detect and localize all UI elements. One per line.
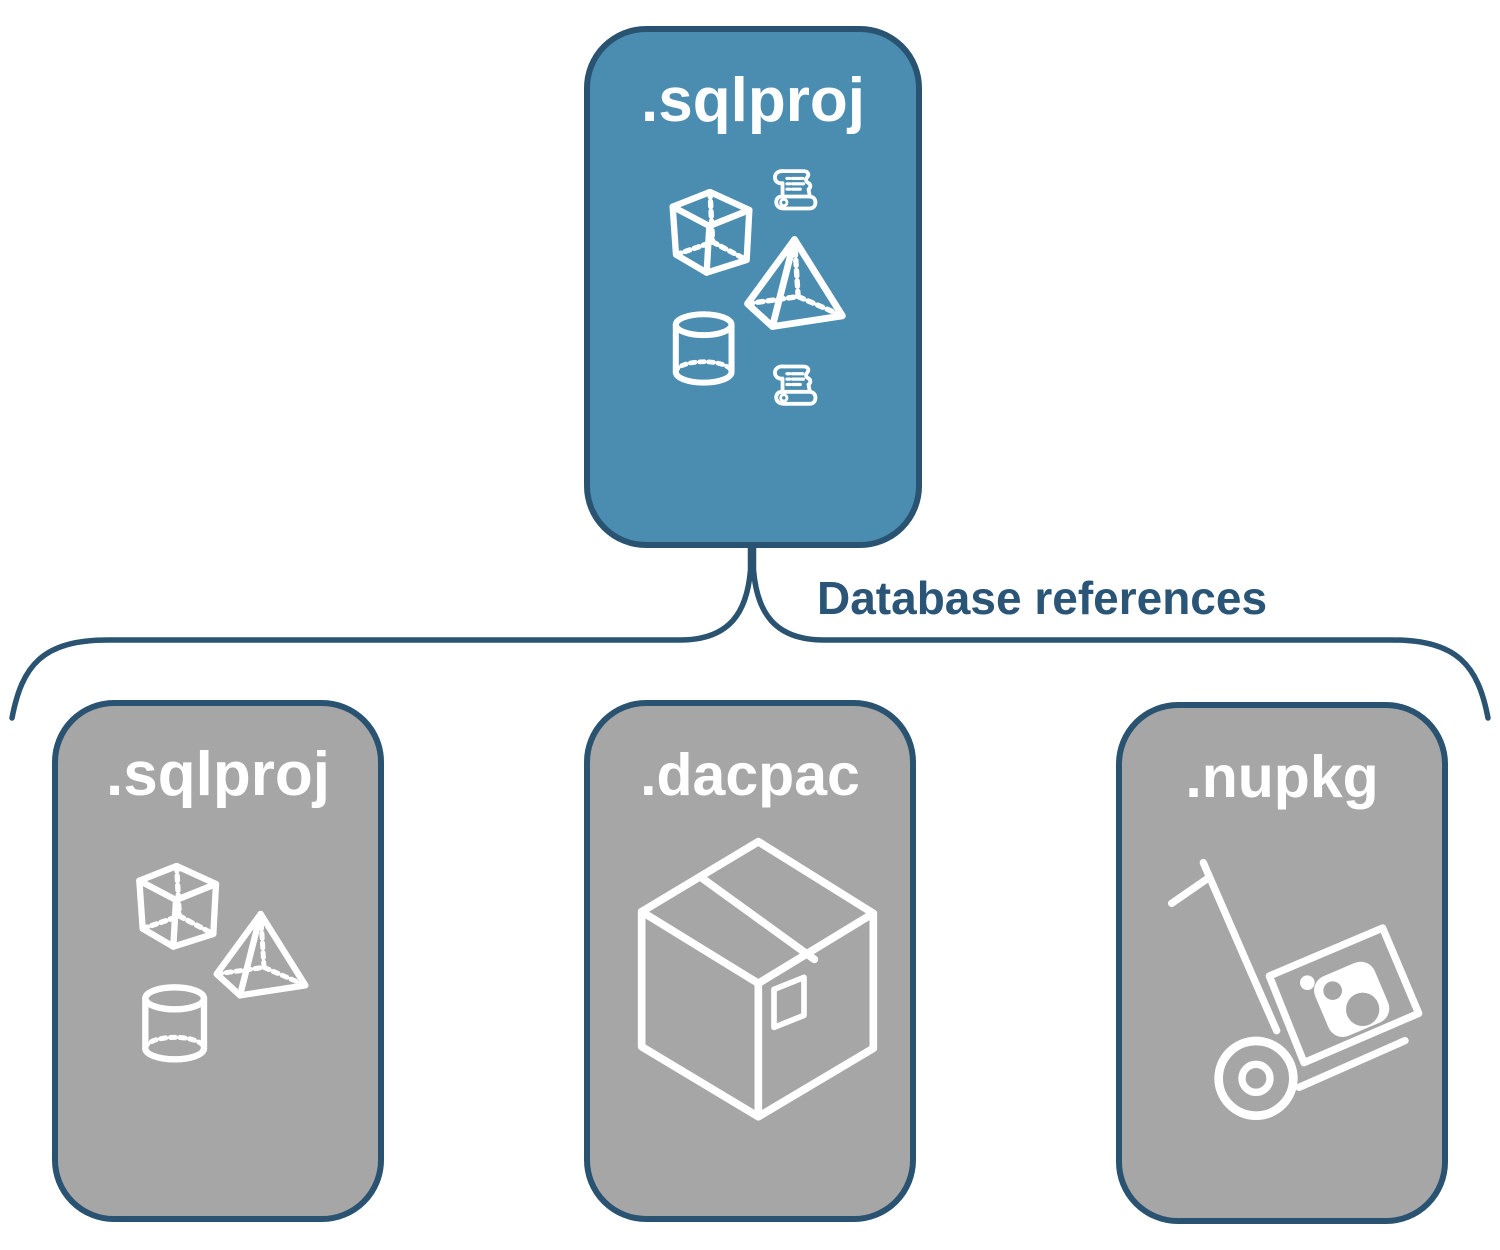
node-target-nupkg: .nupkg bbox=[1116, 702, 1448, 1224]
connector-label: Database references bbox=[817, 572, 1268, 624]
brace-connector bbox=[9, 545, 1491, 721]
sql-objects-icon bbox=[120, 850, 330, 1080]
sql-objects-scripts-icon bbox=[650, 169, 870, 406]
target-sqlproj-label: .sqlproj bbox=[106, 740, 330, 809]
node-source-sqlproj: .sqlproj bbox=[584, 26, 922, 548]
target-nupkg-label: .nupkg bbox=[1185, 744, 1379, 810]
source-node-label: .sqlproj bbox=[641, 66, 865, 135]
target-dacpac-label: .dacpac bbox=[640, 742, 860, 808]
package-box-icon bbox=[637, 837, 878, 1121]
node-target-dacpac: .dacpac bbox=[584, 700, 916, 1222]
node-target-sqlproj: .sqlproj bbox=[52, 700, 384, 1222]
nuget-hand-truck-icon bbox=[1168, 859, 1423, 1120]
